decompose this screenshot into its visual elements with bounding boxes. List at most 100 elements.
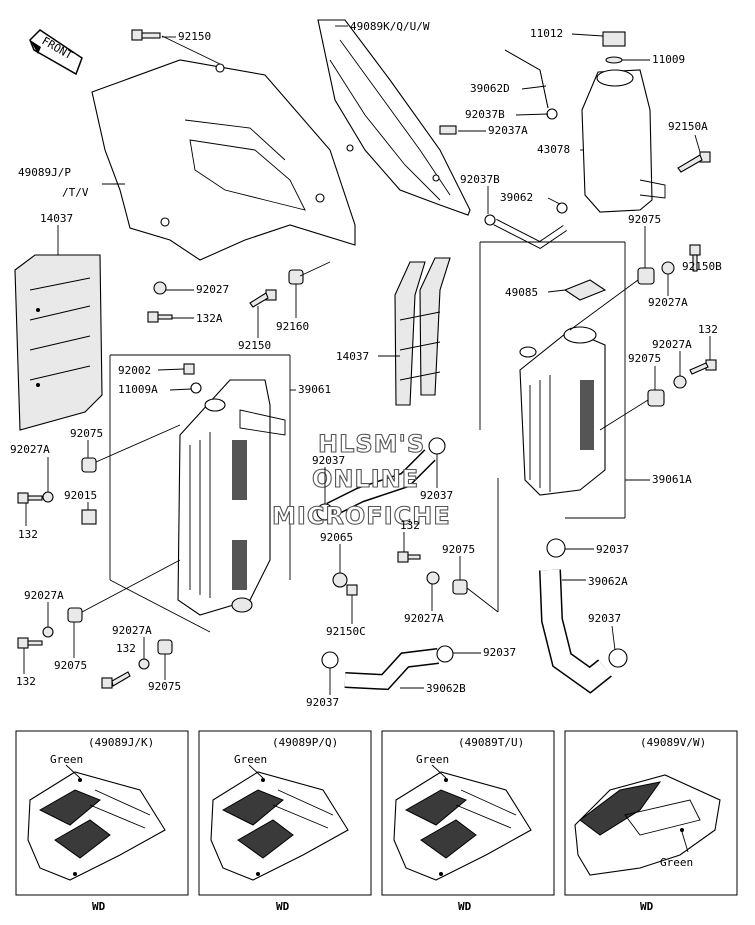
- callout-132-l3: 132: [16, 675, 36, 688]
- callout-39062b: 39062B: [426, 682, 466, 695]
- callout-132-l1: 132: [18, 528, 38, 541]
- cushion-49085-part: [563, 279, 607, 301]
- callout-39061: 39061: [298, 383, 331, 396]
- callout-39062: 39062: [500, 191, 533, 204]
- variant-4-model: WD: [640, 900, 654, 913]
- variant-3-color: Green: [416, 753, 449, 766]
- callout-92027a-l3: 92027A: [112, 624, 152, 637]
- callout-132-l2: 132: [116, 642, 136, 655]
- callout-92150b: 92150B: [682, 260, 722, 273]
- watermark-line3: MICROFICHE: [272, 502, 451, 530]
- variant-4-color: Green: [660, 856, 693, 869]
- variant-3-code: (49089T/U): [458, 736, 524, 749]
- callout-92075-l1: 92075: [70, 427, 103, 440]
- grommet-92075-right1-part: [637, 267, 655, 285]
- bolt-132-right-part: [689, 359, 717, 375]
- grommet-92075-left2-part: [67, 607, 83, 623]
- right-shroud-part: [317, 19, 471, 216]
- callout-43078: 43078: [537, 143, 570, 156]
- callout-92037-r4: 92037: [588, 612, 621, 625]
- grommet-92075-center-part: [452, 579, 468, 595]
- grommet-92065-part: [332, 572, 348, 588]
- variant-4-code: (49089V/W): [640, 736, 706, 749]
- callout-14037-mid: 14037: [336, 350, 369, 363]
- callout-49089jp-1: 49089J/P: [18, 166, 71, 179]
- clamp-92037a-part: [439, 125, 457, 135]
- callout-92037-r3: 92037: [596, 543, 629, 556]
- bolt-92150b-part: [689, 244, 701, 272]
- callout-11009a: 11009A: [118, 383, 158, 396]
- variant-3-model: WD: [458, 900, 472, 913]
- callout-49089kquw: 49089K/Q/U/W: [350, 20, 430, 33]
- callout-92075-center: 92075: [442, 543, 475, 556]
- callout-92150-mid: 92150: [238, 339, 271, 352]
- callout-92160: 92160: [276, 320, 309, 333]
- callout-92037b-1: 92037B: [465, 108, 505, 121]
- bolt-132-left2-part: [17, 637, 43, 649]
- left-radiator-part: [177, 379, 286, 616]
- reservoir-tank-part: [581, 31, 666, 213]
- callout-92002: 92002: [118, 364, 151, 377]
- watermark-line2: ONLINE: [312, 465, 419, 493]
- variant-panel-4: [564, 730, 738, 896]
- callout-92150: 92150: [178, 30, 211, 43]
- callout-92037-bottom: 92037: [306, 696, 339, 709]
- bolt-92150-top-part: [131, 29, 161, 41]
- callout-92027a-l1: 92027A: [10, 443, 50, 456]
- clamp-92037-right-part: [436, 645, 454, 663]
- variant-2-code: (49089P/Q): [272, 736, 338, 749]
- callout-92037-c2: 92037: [420, 489, 453, 502]
- callout-92027a-r2: 92027A: [652, 338, 692, 351]
- callout-49089jp-2: /T/V: [62, 186, 89, 199]
- callout-132a: 132A: [196, 312, 223, 325]
- radiator-grille-middle-part: [394, 257, 451, 406]
- callout-92075-l2: 92075: [54, 659, 87, 672]
- grommet-92075-left1-part: [81, 457, 97, 473]
- callout-92075-r1: 92075: [628, 213, 661, 226]
- clamp-92037-r4-part: [608, 648, 628, 668]
- variant-2-model: WD: [276, 900, 290, 913]
- collar-92160-part: [288, 269, 304, 285]
- bolt-132a-part: [147, 311, 173, 323]
- watermark-line1: HLSM'S: [318, 430, 425, 458]
- callout-132-center: 132: [400, 519, 420, 532]
- callout-92075-r2: 92075: [628, 352, 661, 365]
- callout-92027a-l2: 92027A: [24, 589, 64, 602]
- callout-92150a: 92150A: [668, 120, 708, 133]
- callout-92037b-2: 92037B: [460, 173, 500, 186]
- callout-92075-l3: 92075: [148, 680, 181, 693]
- bolt-92150-mid-part: [249, 289, 277, 308]
- callout-92065: 92065: [320, 531, 353, 544]
- callout-92037-c3: 92037: [483, 646, 516, 659]
- front-arrow-icon: [29, 29, 83, 76]
- nut-92015-part: [81, 509, 97, 525]
- variant-panel-2: [198, 730, 372, 896]
- grommet-92075-left3-part: [157, 639, 173, 655]
- variant-1-model: WD: [92, 900, 106, 913]
- callout-11009: 11009: [652, 53, 685, 66]
- variant-1-color: Green: [50, 753, 83, 766]
- clamp-92037-r3-part: [546, 538, 566, 558]
- callout-11012: 11012: [530, 27, 563, 40]
- right-radiator-part: [519, 326, 606, 496]
- radiator-grille-left-part: [14, 254, 103, 431]
- grommet-92075-right2-part: [647, 389, 665, 407]
- callout-132-right: 132: [698, 323, 718, 336]
- grommet-92027-part: [153, 281, 167, 295]
- clamp-92037-center-part: [321, 651, 339, 669]
- callout-92015: 92015: [64, 489, 97, 502]
- variant-panel-3: [381, 730, 555, 896]
- callout-14037-left: 14037: [40, 212, 73, 225]
- clamp-92037b-lower-part: [484, 214, 496, 226]
- clamp-92037b-top-part: [546, 108, 558, 120]
- drain-bolt-92002-part: [183, 363, 195, 375]
- bolt-132-center-part: [397, 551, 421, 563]
- bolt-92150c-part: [346, 584, 358, 596]
- variant-2-color: Green: [234, 753, 267, 766]
- callout-92027: 92027: [196, 283, 229, 296]
- callout-39062a: 39062A: [588, 575, 628, 588]
- callout-39062d: 39062D: [470, 82, 510, 95]
- washer-11009a-part: [190, 382, 202, 394]
- callout-92037-c1: 92037: [312, 454, 345, 467]
